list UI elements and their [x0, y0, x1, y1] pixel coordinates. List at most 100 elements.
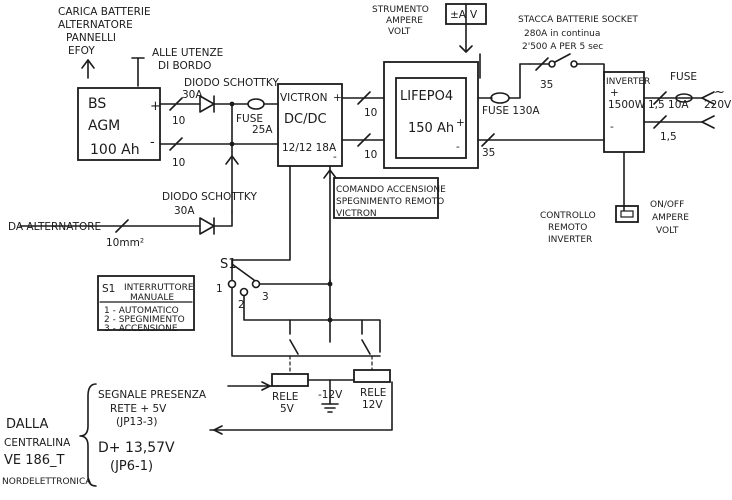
wire-size-10-d: 10: [364, 149, 377, 161]
wire-size-35-a: 35: [540, 79, 553, 91]
wire-cut-mark: [653, 91, 667, 105]
fuse-25-icon: [247, 98, 265, 110]
relay-5v-coil: [271, 373, 309, 387]
relay-upper-bus: [243, 295, 381, 353]
wire-cut-mark: [357, 91, 371, 105]
charger-note-line-1: CARICA BATTERIE: [58, 6, 151, 18]
meter-label-3: VOLT: [388, 27, 411, 37]
victron-plus: +: [333, 92, 342, 104]
lifepo-type: LIFEPO4: [400, 89, 453, 104]
wire-size-10mm: 10mm²: [106, 237, 144, 249]
lifepo-outer-box: [383, 61, 479, 169]
junction-dot: [327, 281, 333, 287]
wire-size-15: 1,5: [660, 131, 677, 143]
relay-lower-bus: [231, 287, 381, 357]
lifepo-minus: -: [456, 141, 460, 153]
dplus-line-2: (JP6-1): [110, 459, 153, 474]
switch-lever-icon: [554, 53, 571, 63]
segnale-arrow-icon: [261, 381, 271, 391]
stacca-line-3: 2'500 A PER 5 sec: [522, 42, 603, 52]
output-arrow-icon: [701, 91, 715, 105]
charger-arrow-icon: [81, 59, 95, 69]
comando-line-2: SPEGNIMENTO REMOTO: [336, 197, 444, 207]
battery-agm-code: BS: [88, 96, 106, 112]
victron-type: DC/DC: [284, 112, 327, 127]
inverter-label: INVERTER: [606, 77, 650, 87]
meter-arrow-icon: [459, 45, 473, 53]
s1-legend-item-3: 3 - ACCENSIONE: [104, 324, 178, 334]
inverter-plus: +: [610, 87, 619, 99]
onoff-line-3: VOLT: [656, 226, 679, 236]
utenze-line-1: ALLE UTENZE: [152, 47, 223, 59]
wire-size-35-b: 35: [482, 147, 495, 159]
dalla-line-2: CENTRALINA: [4, 437, 71, 449]
fuse-10-rating: 1,5 10A: [648, 99, 689, 111]
segnale-line-2: RETE + 5V: [110, 403, 167, 415]
diode-top-label: DIODO SCHOTTKY: [184, 77, 279, 89]
utenze-label: ALLE UTENZE DI BORDO: [152, 47, 223, 72]
s1-contact-1-icon: [227, 279, 237, 289]
comando-box: [333, 177, 439, 219]
s1-pos-3: 3: [262, 291, 269, 303]
controllo-label: CONTROLLO REMOTO INVERTER: [540, 211, 596, 245]
fuse-to-switch-wire: [508, 63, 521, 99]
diode-bottom-output-wire: [213, 211, 233, 227]
s1-legend-title-2: MANUALE: [130, 293, 174, 303]
victron-minus: -: [333, 151, 337, 163]
wire-cut-mark: [169, 137, 183, 151]
source-brace-icon: [79, 383, 97, 487]
s1-pos-2: 2: [238, 299, 245, 311]
wire-cut-mark: [169, 97, 183, 111]
wire-cut-mark: [115, 219, 129, 233]
stacca-label: STACCA BATTERIE SOCKET 280A in continua …: [518, 15, 638, 52]
dplus-label: D+ 13,57V (JP6-1): [98, 440, 175, 474]
fuse-130-label: FUSE 130A: [482, 105, 540, 117]
alternator-label: DA ALTERNATORE: [8, 221, 101, 233]
charger-note-line-2: ALTERNATORE: [58, 19, 133, 31]
relay-5v-rating: 5V: [280, 403, 295, 415]
controllo-line-1: CONTROLLO: [540, 211, 596, 221]
relay-12v-coil: [353, 369, 391, 383]
remote-arrow-icon: [323, 169, 337, 179]
s1-legend-item-2: 2 - SPEGNIMENTO: [104, 315, 185, 325]
switch-to-inverter-wire: [576, 63, 605, 81]
diode-bottom-label: DIODO SCHOTTKY 30A: [162, 191, 257, 217]
diode-bottom-icon: [199, 217, 215, 235]
dalla-line-4: NORDELETTRONICA: [2, 477, 92, 487]
wire-size-10-c: 10: [364, 107, 377, 119]
riser-arrow-icon: [225, 155, 239, 165]
relay-12v-contact-icon: [361, 339, 371, 355]
s1-legend-title-1: INTERRUTTORE: [124, 283, 194, 293]
comando-line-1: COMANDO ACCENSIONE: [336, 185, 446, 195]
meter-label: STRUMENTO AMPERE VOLT: [372, 5, 429, 37]
switch-contact-icon: [570, 60, 578, 68]
utenze-line-2: DI BORDO: [158, 60, 211, 72]
charger-note-line-3: PANNELLI: [66, 32, 116, 44]
lifepo-capacity: 150 Ah: [408, 121, 454, 136]
s1-lever-icon: [231, 263, 255, 281]
output-voltage: 220V: [704, 99, 732, 111]
wire-cut-mark: [357, 133, 371, 147]
controllo-line-2: REMOTO: [548, 223, 587, 233]
fuse-10-icon: [675, 93, 693, 103]
switch-contact-icon: [548, 60, 556, 68]
neutral-arrow-icon: [701, 115, 715, 129]
s1-legend-box: [97, 275, 195, 331]
fuse-10-label: FUSE: [670, 71, 697, 83]
wire-size-10-b: 10: [172, 157, 185, 169]
battery-agm-plus: +: [150, 99, 161, 114]
victron-box: [277, 83, 343, 167]
controllo-line-3: INVERTER: [548, 235, 592, 245]
wire-cut-mark: [653, 115, 667, 129]
onoff-line-2: AMPERE: [652, 213, 689, 223]
dplus-arrow-icon: [213, 425, 223, 435]
relay-12v-rating: 12V: [362, 399, 383, 411]
segnale-label: SEGNALE PRESENZA RETE + 5V (JP13-3): [98, 389, 207, 428]
lifepo-box: [395, 77, 467, 159]
dalla-line-1: DALLA: [6, 417, 48, 432]
wire-cut-mark: [535, 57, 549, 71]
fuse-25-label: FUSE: [236, 113, 263, 125]
relay-12v-label: RELE: [360, 387, 386, 399]
meter-volt-symbol: V: [470, 9, 478, 21]
